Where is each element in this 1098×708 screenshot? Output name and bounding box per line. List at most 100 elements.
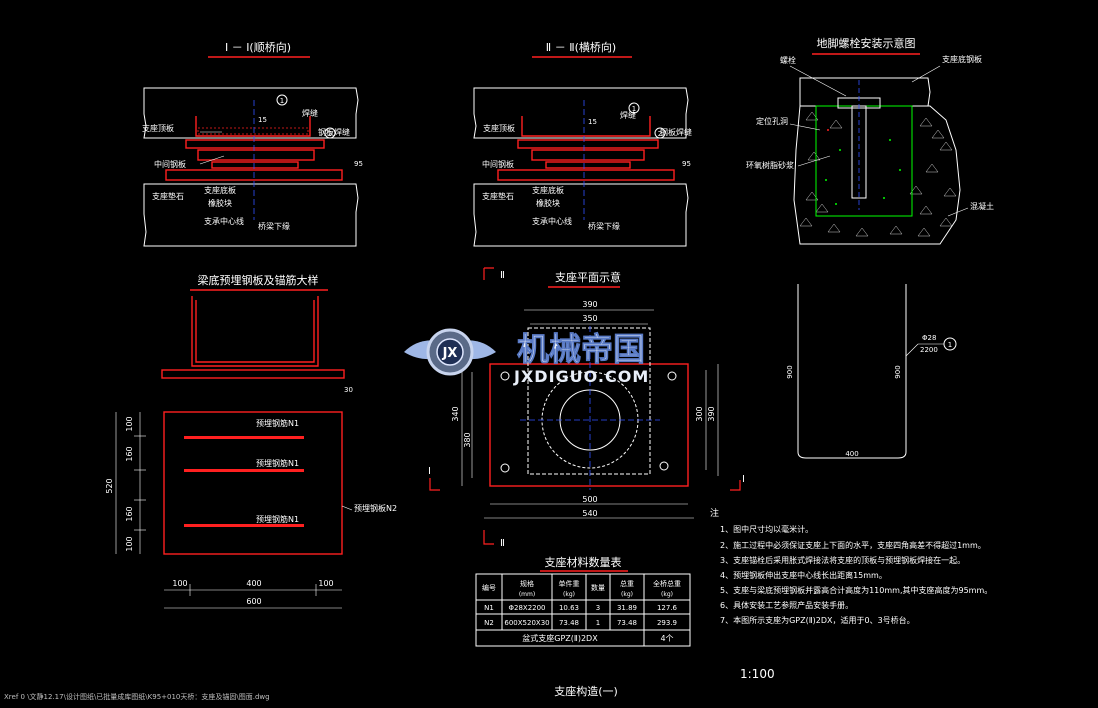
label-epoxy: 环氧树脂砂浆 (746, 160, 794, 170)
notes-head: 注 (710, 507, 719, 519)
th-total: 总重 (620, 579, 634, 588)
label-bottom-plate: 支座底板 (204, 185, 236, 195)
dim-left-900: 900 (786, 365, 794, 378)
epoxy-dots (825, 129, 901, 205)
section-2-title: Ⅱ － Ⅱ(横桥向) (546, 40, 616, 54)
callout-1: 1 (632, 105, 636, 113)
anchor-rebar-inner (195, 300, 315, 363)
bolt-hole (500, 463, 510, 473)
bolt-hole (500, 371, 510, 381)
embed-title: 梁底预埋钢板及锚筋大样 (198, 273, 319, 287)
table-cell: N1 (484, 604, 494, 612)
table-footer-value: 4个 (660, 634, 673, 643)
callout-circle-1 (276, 94, 288, 106)
section-mark (483, 267, 494, 280)
th-id: 编号 (482, 583, 496, 592)
label-rebar-2: 预埋钢筋N1 (256, 458, 299, 468)
base-plate (799, 77, 931, 107)
concrete-hatch (799, 111, 957, 237)
upper-beam (143, 87, 359, 139)
label-rubber: 橡胶块 (208, 198, 232, 208)
dim-b500: 500 (582, 495, 597, 504)
table-cell: 1 (596, 619, 600, 627)
th-spec: 规格 (520, 579, 534, 588)
dim-r390: 390 (707, 406, 716, 421)
rubber-block (211, 161, 299, 169)
note-6: 6、具体安装工艺参照产品安装手册。 (720, 600, 853, 610)
lower-pier (143, 183, 359, 247)
callout-2: 2 (658, 130, 662, 138)
plan-title: 支座平面示意 (555, 270, 621, 284)
embed-plate-plan (163, 411, 343, 555)
note-3: 3、支座锚栓后采用胀式焊接法将支座的顶板与预埋钢板焊接在一起。 (720, 555, 965, 565)
lower-pier (473, 183, 689, 247)
rebar-n1-bot (184, 524, 304, 527)
table-cell: Φ28X2200 (508, 604, 545, 612)
label-pad-stone: 支座垫石 (482, 191, 514, 201)
dim-v520: 520 (105, 478, 114, 493)
mid-plate (531, 149, 645, 161)
label-beam-down: 桥梁下缘 (258, 221, 290, 231)
callout-2: 2 (328, 130, 332, 138)
label-plate-n2: 预埋钢板N2 (354, 503, 397, 513)
dim-v100b: 100 (125, 536, 134, 551)
bolt-hole (667, 371, 677, 381)
th-unit-weight: 单件重 (559, 579, 580, 588)
note-4: 4、预埋钢板伸出支座中心线长出距离15mm。 (720, 570, 887, 580)
label-bolt: 螺栓 (780, 55, 796, 65)
bottom-plate (497, 169, 675, 181)
note-7: 7、本图所示支座为GPZ(Ⅱ)2DX，适用于0、3号桥台。 (720, 615, 915, 625)
rebar-shape (797, 284, 907, 459)
note-2: 2、施工过程中必须保证支座上下面的水平，支座四角高差不得超过1mm。 (720, 540, 986, 550)
leader (947, 207, 969, 217)
section-mark (483, 530, 494, 545)
table-cell: 293.9 (657, 619, 677, 627)
dim-l380: 380 (463, 432, 472, 447)
top-plate-plan (527, 327, 651, 475)
mark-bot: Ⅱ (500, 538, 505, 549)
th-bridge-total-unit: (kg) (661, 591, 673, 598)
th-qty: 数量 (591, 583, 605, 592)
section-mark (429, 478, 440, 491)
drawing-title: 支座构造(一) (554, 684, 618, 698)
brand-url: JXDIGUO.COM (513, 367, 649, 386)
embed-detail-view: 梁底预埋钢板及锚筋大样 30 预埋钢筋N1 预埋钢筋N1 预埋钢筋N1 预埋钢板… (105, 273, 397, 609)
table-cell: 127.6 (657, 604, 678, 612)
label-rebar-1: 预埋钢筋N1 (256, 418, 299, 428)
th-unit-weight-unit: (kg) (563, 591, 575, 598)
label-bottom-plate: 支座底板 (532, 185, 564, 195)
label-pad-stone: 支座垫石 (152, 191, 184, 201)
label-mid-plate: 中间钢板 (482, 159, 514, 169)
label-mid-plate: 中间钢板 (154, 159, 186, 169)
dim-95: 95 (354, 160, 363, 168)
embed-plate-side (161, 369, 345, 379)
label-top-plate: 支座顶板 (142, 123, 174, 133)
callout-circle (943, 337, 957, 351)
table-cell: 31.89 (617, 604, 637, 612)
dim-30: 30 (344, 386, 353, 394)
section-mark (730, 480, 741, 491)
table-cell: N2 (484, 619, 494, 627)
leader (341, 505, 353, 511)
concrete-block (793, 105, 961, 245)
table-cell: 73.48 (559, 619, 579, 627)
dim-t390: 390 (582, 300, 597, 309)
dim-r300: 300 (695, 406, 704, 421)
file-path: Xref 0 \文静12.17\设计图纸\已批量成库图纸\K95+010天桥：支… (4, 692, 270, 701)
label-steel-weld: 钢板焊缝 (660, 127, 692, 137)
dim-15: 15 (258, 116, 267, 124)
table-cell: 3 (596, 604, 600, 612)
th-total-unit: (kg) (621, 591, 633, 598)
table-cell: 73.48 (617, 619, 637, 627)
plan-view: 支座平面示意 Ⅱ Ⅱ Ⅰ Ⅰ 390 350 340 380 300 (428, 267, 745, 549)
leader (905, 343, 919, 357)
leader (911, 65, 941, 83)
dim-right-900: 900 (894, 365, 902, 378)
table-cell: 10.63 (559, 604, 579, 612)
brand-name: 机械帝国 (517, 330, 645, 368)
anchor-title: 地脚螺栓安装示意图 (817, 36, 916, 50)
embed-plate (521, 116, 651, 137)
leader (789, 65, 847, 97)
callout-circle-2 (654, 127, 666, 139)
